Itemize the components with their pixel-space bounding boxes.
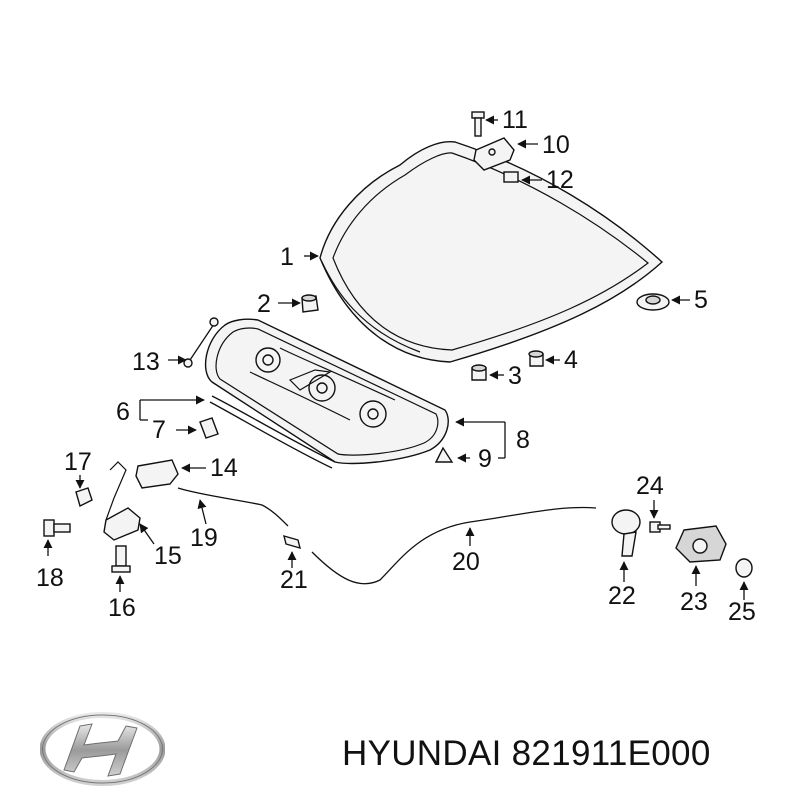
callout-18: 18 bbox=[36, 564, 64, 592]
callout-20: 20 bbox=[452, 548, 480, 576]
hood-stopper-4 bbox=[528, 350, 544, 367]
latch-bracket-22 bbox=[611, 509, 641, 557]
callout-21: 21 bbox=[280, 566, 308, 594]
hinge-bolt-11 bbox=[471, 111, 485, 137]
clip-7 bbox=[199, 417, 219, 439]
brand-name: HYUNDAI bbox=[342, 734, 502, 773]
callout-19: 19 bbox=[190, 524, 218, 552]
part-caption: HYUNDAI 821911E000 bbox=[342, 734, 711, 774]
callout-22: 22 bbox=[608, 582, 636, 610]
callout-4: 4 bbox=[564, 346, 578, 374]
hood-weatherstrip bbox=[209, 395, 336, 469]
bolt-16 bbox=[111, 545, 131, 573]
callout-2: 2 bbox=[257, 290, 271, 318]
callout-15: 15 bbox=[154, 542, 182, 570]
bolt-18 bbox=[43, 519, 71, 537]
leader-lines bbox=[43, 115, 749, 600]
clip-17 bbox=[75, 487, 93, 508]
callout-23: 23 bbox=[680, 588, 708, 616]
callout-24: 24 bbox=[636, 472, 664, 500]
callout-16: 16 bbox=[108, 594, 136, 622]
cable-clip-21 bbox=[283, 534, 301, 550]
callout-13: 13 bbox=[132, 348, 160, 376]
release-cable-20 bbox=[311, 506, 597, 585]
hood-panel bbox=[319, 141, 664, 363]
callout-14: 14 bbox=[210, 454, 238, 482]
hood-latch-23 bbox=[675, 525, 727, 563]
callout-12: 12 bbox=[546, 166, 574, 194]
hood-grommet-5 bbox=[636, 293, 670, 311]
hood-stopper-3 bbox=[471, 364, 487, 381]
hyundai-logo-icon bbox=[40, 712, 165, 786]
callout-9: 9 bbox=[478, 445, 492, 473]
callout-5: 5 bbox=[694, 286, 708, 314]
callout-10: 10 bbox=[542, 131, 570, 159]
callout-1: 1 bbox=[280, 243, 294, 271]
callout-7: 7 bbox=[152, 416, 166, 444]
callout-6: 6 bbox=[116, 398, 130, 426]
hinge-nut-12 bbox=[503, 171, 519, 183]
clip-9 bbox=[434, 446, 454, 463]
release-lever-15 bbox=[103, 461, 141, 541]
callout-8: 8 bbox=[516, 426, 530, 454]
callout-17: 17 bbox=[64, 448, 92, 476]
hood-insulator-pad bbox=[204, 318, 449, 465]
part-number: 821911E000 bbox=[511, 734, 711, 773]
grommet-25 bbox=[735, 558, 753, 578]
hood-bumper-2 bbox=[301, 294, 319, 313]
release-cable-19 bbox=[177, 487, 289, 527]
callout-3: 3 bbox=[508, 362, 522, 390]
bolt-24 bbox=[649, 521, 671, 533]
callout-11: 11 bbox=[502, 106, 528, 134]
callout-25: 25 bbox=[728, 598, 756, 626]
hood-hinge-10 bbox=[473, 137, 515, 171]
release-handle-14 bbox=[135, 459, 179, 489]
